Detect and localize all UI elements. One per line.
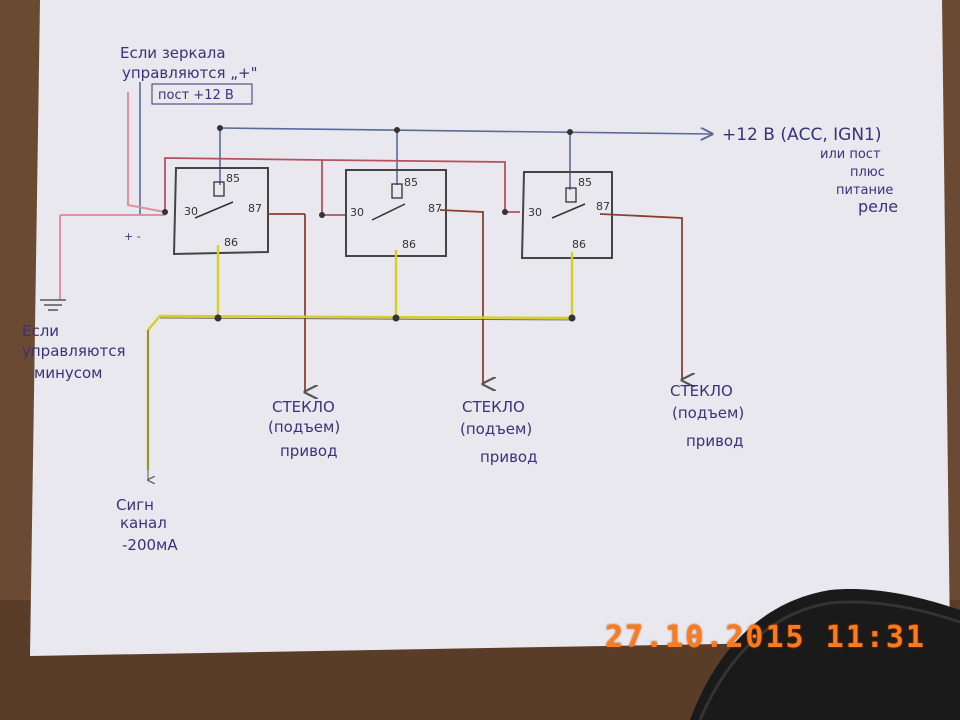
- camera-strap-edge: [698, 600, 960, 720]
- output-2-note: СТЕКЛО (подъем) привод: [460, 398, 537, 466]
- ground-icon: [40, 299, 66, 311]
- junction-dot: [217, 125, 223, 131]
- junction-dot: [568, 314, 576, 322]
- pin-30-label: 30: [184, 205, 198, 218]
- output1-line1: СТЕКЛО: [272, 398, 335, 416]
- pin-86-label: 86: [572, 238, 586, 251]
- output3-line1: СТЕКЛО: [670, 382, 733, 400]
- output1-line2: (подъем): [268, 418, 340, 436]
- relay-2: [345, 169, 483, 384]
- minus-note-line1: Если: [22, 322, 59, 340]
- relay-1-pins: 85 30 87 86: [184, 172, 262, 249]
- junction-dot: [392, 314, 400, 322]
- alarm-note: Сигн канал -200мА: [116, 496, 178, 554]
- pin-30-label: 30: [350, 206, 364, 219]
- mirror-control-wiring: [59, 92, 166, 300]
- mirror-note-boxed: пост +12 В: [158, 88, 234, 103]
- output2-line1: СТЕКЛО: [462, 398, 525, 416]
- relay-2-pins: 85 30 87 86: [350, 176, 442, 251]
- mirror-note: Если зеркала управляются „+" пост +12 В …: [120, 44, 258, 243]
- pin-87-label: 87: [428, 202, 442, 215]
- supply-line3: плюс: [850, 165, 885, 180]
- pin-85-label: 85: [578, 176, 592, 189]
- camera-strap: [690, 589, 960, 720]
- output1-line3: привод: [280, 442, 337, 460]
- alarm-line2: канал: [120, 514, 167, 532]
- output3-line3: привод: [686, 432, 743, 450]
- supply-line5: реле: [858, 197, 898, 216]
- pin-30-label: 30: [528, 206, 542, 219]
- output3-line2: (подъем): [672, 404, 744, 422]
- junction-dot: [214, 314, 222, 322]
- pin-86-label: 86: [224, 236, 238, 249]
- minus-note: Если управляются минусом: [22, 322, 125, 382]
- pin30-wiring: [164, 157, 520, 216]
- junction-dot: [502, 209, 508, 215]
- output2-line3: привод: [480, 448, 537, 466]
- output-1-note: СТЕКЛО (подъем) привод: [268, 398, 340, 460]
- supply-line2: или пост: [820, 147, 881, 162]
- supply-note: +12 В (АСС, IGN1) или пост плюс питание …: [722, 125, 898, 216]
- pin-85-label: 85: [404, 176, 418, 189]
- control-bus-ink: [159, 317, 573, 321]
- mirror-note-line2: управляются „+": [122, 64, 258, 82]
- junction-dot: [162, 209, 168, 215]
- relay-3: [520, 171, 682, 380]
- minus-note-line3: минусом: [34, 364, 103, 382]
- photo-timestamp: 27.10.2015 11:31: [605, 620, 926, 655]
- junction-dot: [567, 129, 573, 135]
- supply-bus: [139, 82, 712, 215]
- junction-dot: [319, 212, 325, 218]
- output-3-note: СТЕКЛО (подъем) привод: [670, 382, 744, 450]
- polarity-mark: + -: [124, 230, 141, 243]
- pin-86-label: 86: [402, 238, 416, 251]
- supply-line4: питание: [836, 183, 893, 198]
- pin-87-label: 87: [248, 202, 262, 215]
- junction-dot: [394, 127, 400, 133]
- relay-3-pins: 85 30 87 86: [528, 176, 610, 251]
- pin-87-label: 87: [596, 200, 610, 213]
- mirror-note-line1: Если зеркала: [120, 44, 226, 62]
- pin-85-label: 85: [226, 172, 240, 185]
- output2-line2: (подъем): [460, 420, 532, 438]
- minus-note-line2: управляются: [22, 342, 125, 360]
- alarm-line3: -200мА: [122, 536, 178, 554]
- paper-sheet: [30, 0, 950, 656]
- relay-1: [172, 167, 305, 392]
- supply-line1: +12 В (АСС, IGN1): [722, 125, 882, 145]
- alarm-line1: Сигн: [116, 496, 154, 514]
